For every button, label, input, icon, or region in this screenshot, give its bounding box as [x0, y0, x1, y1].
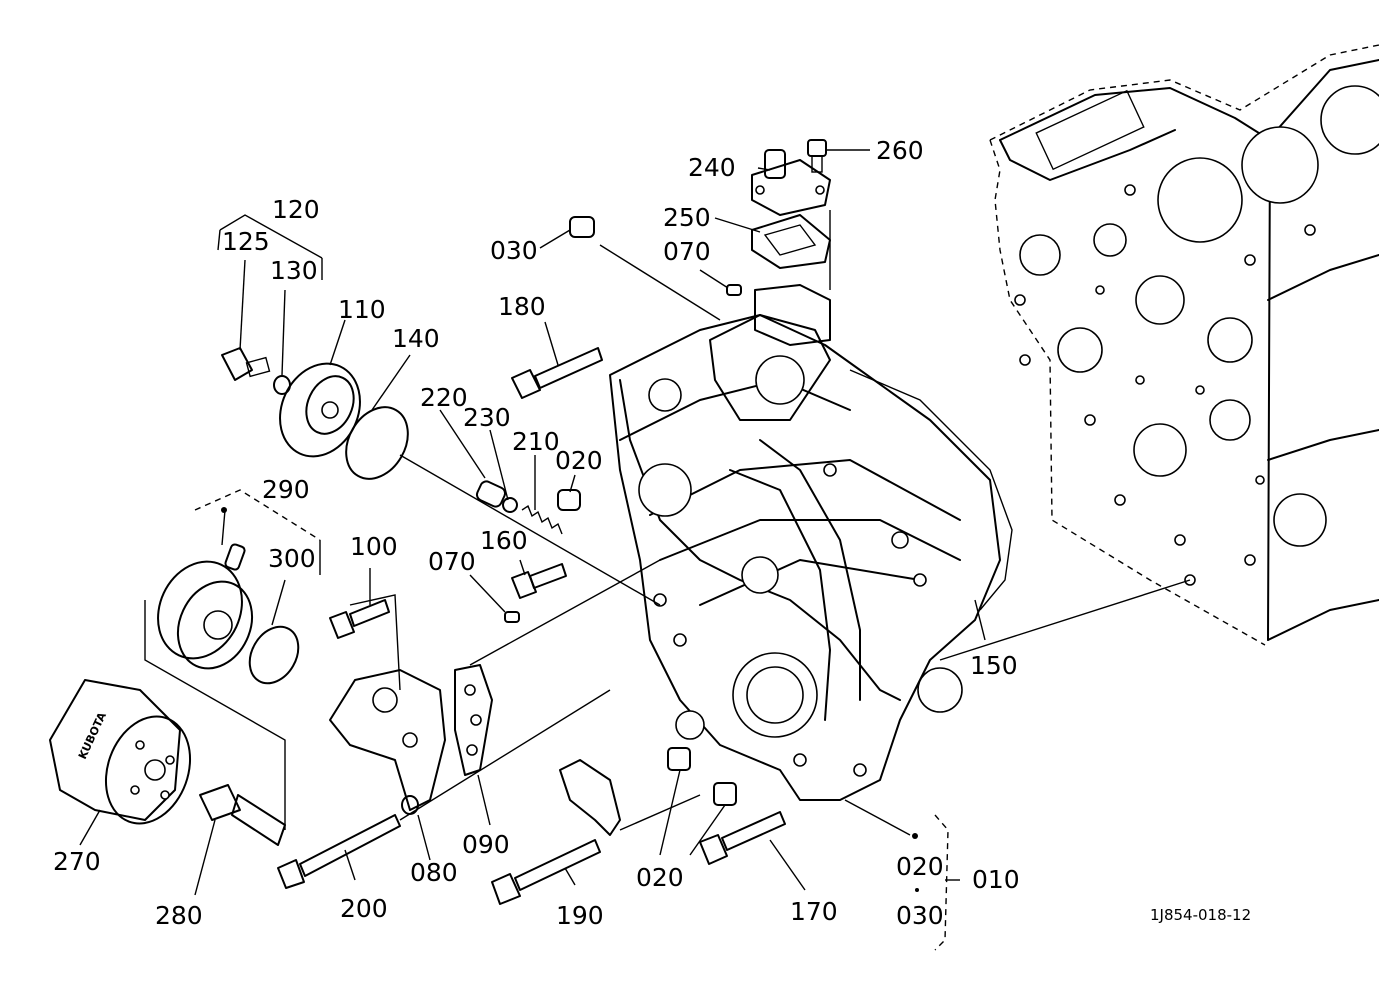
label-300: 300: [268, 544, 316, 573]
label-130: 130: [270, 256, 318, 285]
plug-020-top: [557, 489, 581, 511]
label-100: 100: [350, 532, 398, 561]
label-190: 190: [556, 901, 604, 930]
label-010: 010: [972, 865, 1020, 894]
bolt-200: [277, 814, 401, 889]
label-020-group: 020: [896, 852, 944, 881]
label-030-top: 030: [490, 236, 538, 265]
label-120: 120: [272, 195, 320, 224]
bolt-180: [511, 347, 603, 399]
o-ring-140: [345, 406, 409, 480]
oil-cooler-290: [157, 543, 253, 670]
label-080: 080: [410, 858, 458, 887]
dot-marker-020: [912, 833, 918, 839]
bolt-190: [491, 839, 601, 905]
callout-labels: 240 260 250 030 070 180 120 125 130 110 …: [53, 136, 1251, 930]
label-250: 250: [663, 203, 711, 232]
label-070-top: 070: [663, 237, 711, 266]
label-110: 110: [338, 295, 386, 324]
label-220: 220: [420, 383, 468, 412]
gasket-250: [751, 214, 831, 269]
oil-filter-270: KUBOTA: [49, 679, 192, 825]
label-240: 240: [688, 153, 736, 182]
plug-030-top: [569, 216, 595, 238]
drawing-reference: 1J854-018-12: [1150, 906, 1251, 924]
label-150: 150: [970, 651, 1018, 680]
dot-marker-290: [221, 507, 227, 513]
bolt-260: [807, 139, 827, 173]
pin-070-top: [726, 284, 742, 296]
label-180: 180: [498, 292, 546, 321]
ball-230: [502, 497, 518, 513]
label-020-top: 020: [555, 446, 603, 475]
engine-block: [989, 44, 1379, 646]
water-flange-240: [751, 149, 831, 216]
bolt-160: [511, 563, 567, 599]
label-270: 270: [53, 847, 101, 876]
o-ring-080: [401, 795, 419, 815]
label-170: 170: [790, 897, 838, 926]
o-ring-300: [248, 625, 300, 685]
label-125: 125: [222, 227, 270, 256]
label-290: 290: [262, 475, 310, 504]
fitting-280: [199, 784, 286, 846]
label-200: 200: [340, 894, 388, 923]
pin-070-bottom: [504, 611, 520, 623]
spring-210: [521, 504, 563, 535]
label-070-bottom: 070: [428, 547, 476, 576]
gasket-090: [454, 664, 493, 776]
gear-case: [609, 284, 1001, 801]
plug-020-bottom-b: [713, 782, 737, 806]
label-160: 160: [480, 526, 528, 555]
label-090: 090: [462, 830, 510, 859]
dot-marker-030: [915, 888, 919, 892]
bracket-small: [559, 759, 621, 836]
bolt-170: [699, 811, 786, 865]
label-030-group: 030: [896, 901, 944, 930]
label-210: 210: [512, 427, 560, 456]
leader-lines: [79, 149, 1191, 951]
gear-case-gasket: [849, 369, 1013, 611]
valve-220: [475, 480, 507, 508]
filter-logo-text: KUBOTA: [76, 710, 109, 761]
bolt-100: [329, 599, 390, 639]
cylinder-bores: [1019, 85, 1379, 547]
block-bolt-holes: [1014, 184, 1316, 586]
plug-020-bottom-a: [667, 747, 691, 771]
filter-bracket: [329, 669, 446, 811]
label-230: 230: [463, 403, 511, 432]
label-280: 280: [155, 901, 203, 930]
label-260: 260: [876, 136, 924, 165]
label-140: 140: [392, 324, 440, 353]
relief-bolt-125: [221, 347, 271, 381]
label-020-bottom: 020: [636, 863, 684, 892]
